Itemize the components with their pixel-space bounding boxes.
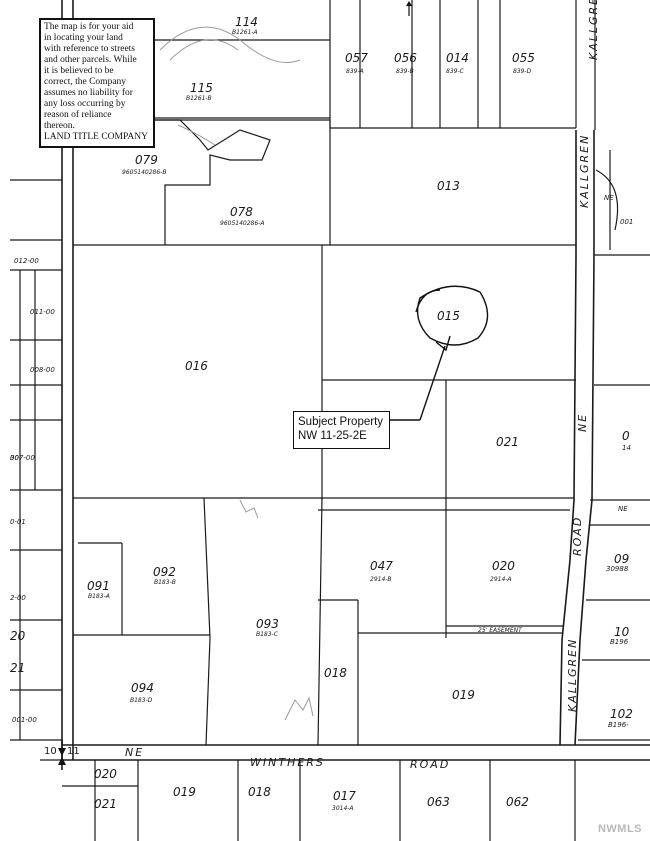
parcel-label: 047: [370, 559, 393, 573]
side-parcel-label: B196: [610, 638, 629, 646]
section-corner-labels: 10 11: [44, 746, 80, 757]
parcel-label: 094: [131, 681, 154, 695]
parcel-sublabel: B183-C: [256, 631, 279, 638]
parcel-label: 017: [333, 789, 356, 803]
parcel-label: 093: [256, 617, 279, 631]
parcel-sublabel: 9605140286-A: [220, 220, 264, 227]
parcel-label: 019: [452, 688, 475, 702]
side-parcel-label: 20: [10, 629, 26, 643]
parcel-sublabel: 9605140286-B: [122, 169, 166, 176]
kallgren-road-mid-label: ROAD: [571, 516, 584, 556]
parcel-sublabel: B183-D: [130, 697, 153, 704]
ne-small-top-label: NE: [604, 194, 614, 202]
parcel-sublabel: 839-D: [513, 68, 532, 75]
side-parcel-label: 14: [622, 444, 631, 452]
subject-property-callout: Subject Property NW 11-25-2E: [293, 411, 390, 449]
parcel-boundaries: [10, 0, 650, 841]
parcel-label: 056: [394, 51, 417, 65]
winthers-road-label: ROAD: [410, 758, 450, 771]
parcel-label: 062: [506, 795, 529, 809]
parcel-label: 021: [496, 435, 519, 449]
side-parcel-label: 0: [622, 429, 630, 443]
side-parcel-label: 102: [610, 707, 633, 721]
side-parcel-label: 001-00: [12, 716, 37, 724]
parcel-sublabel: B1261-B: [186, 95, 212, 102]
ne-small-right-label: NE: [618, 505, 628, 513]
side-parcel-label: 21: [10, 661, 25, 675]
parcel-sublabel: B183-A: [88, 593, 110, 600]
disclaimer-text: The map is for your aid in locating your…: [44, 22, 137, 131]
parcel-label: 055: [512, 51, 535, 65]
side-parcel-label: 001: [620, 218, 633, 226]
winthers-ne-label: NE: [125, 746, 144, 759]
section-right-number: 11: [67, 746, 80, 757]
kallgren-ne-label: NE: [576, 413, 589, 432]
parcel-sublabel: 2914-B: [370, 576, 392, 583]
disclaimer-box: The map is for your aid in locating your…: [39, 18, 155, 148]
parcel-label: 091: [87, 579, 110, 593]
callout-location: NW 11-25-2E: [298, 430, 367, 442]
side-parcel-label: 0-01: [10, 518, 26, 526]
parcel-label: 078: [230, 205, 253, 219]
north-arrow-icon: [406, 1, 412, 16]
parcel-label: 114: [235, 15, 258, 29]
easement-label: 25' EASEMENT: [478, 627, 523, 634]
parcel-sublabel: B1261-A: [232, 29, 258, 36]
parcel-sublabel: 2914-A: [490, 576, 512, 583]
side-parcel-label: 012-00: [14, 257, 39, 265]
side-parcel-label: 2-00: [10, 594, 26, 602]
section-corner-marker: [58, 740, 66, 770]
parcel-label: 115: [190, 81, 213, 95]
parcel-label: 018: [324, 666, 347, 680]
parcel-label: 020: [94, 767, 117, 781]
terrain-marks: [159, 26, 314, 721]
parcel-label: 020: [492, 559, 515, 573]
parcel-sublabel: B183-B: [154, 579, 176, 586]
parcel-sublabel: 839-A: [346, 68, 364, 75]
side-parcel-label: 30988: [606, 565, 629, 573]
winthers-road-name: WINTHERS: [250, 756, 325, 769]
side-parcel-label: 011-00: [30, 308, 55, 316]
side-parcel-labels: 012-00 011-00 008-00 007-00 0-01 2-00 20…: [10, 218, 633, 729]
side-parcel-label: 09: [614, 552, 629, 566]
parcel-sublabel: 3014-A: [332, 805, 354, 812]
parcel-label: 014: [446, 51, 469, 65]
side-parcel-label: 008-00: [30, 366, 55, 374]
side-parcel-label: 10: [614, 625, 630, 639]
kallgren-road-lower-label: KALLGREN: [566, 638, 579, 712]
parcel-label: 021: [94, 797, 117, 811]
parcel-label: 057: [345, 51, 368, 65]
kallgren-road-upper-label: KALLGREN: [578, 134, 591, 208]
subject-marker: [390, 285, 489, 421]
parcel-label: 019: [173, 785, 196, 799]
parcel-sublabel: 839-B: [396, 68, 414, 75]
side-parcel-label: 30: [10, 454, 19, 462]
side-parcel-label: B196-: [608, 721, 629, 729]
callout-title: Subject Property: [298, 416, 384, 428]
disclaimer-company: LAND TITLE COMPANY: [44, 132, 148, 142]
parcel-label: 016: [185, 359, 208, 373]
kallgren-road-top-label: KALLGREN ROAD: [587, 0, 600, 60]
parcel-label: 092: [153, 565, 176, 579]
parcel-label: 013: [437, 179, 460, 193]
parcel-labels: 114 B1261-A 057 839-A 056 839-B 014 839-…: [87, 15, 535, 812]
parcel-label: 015: [437, 309, 460, 323]
section-left-number: 10: [44, 746, 57, 757]
parcel-label: 063: [427, 795, 450, 809]
side-parcel-label: 007-00: [10, 454, 35, 462]
nwmls-watermark: NWMLS: [597, 823, 642, 835]
road-labels: KALLGREN ROAD KALLGREN NE ROAD KALLGREN …: [125, 0, 628, 771]
parcel-sublabel: 839-C: [446, 68, 465, 75]
parcel-label: 018: [248, 785, 271, 799]
parcel-label: 079: [135, 153, 158, 167]
